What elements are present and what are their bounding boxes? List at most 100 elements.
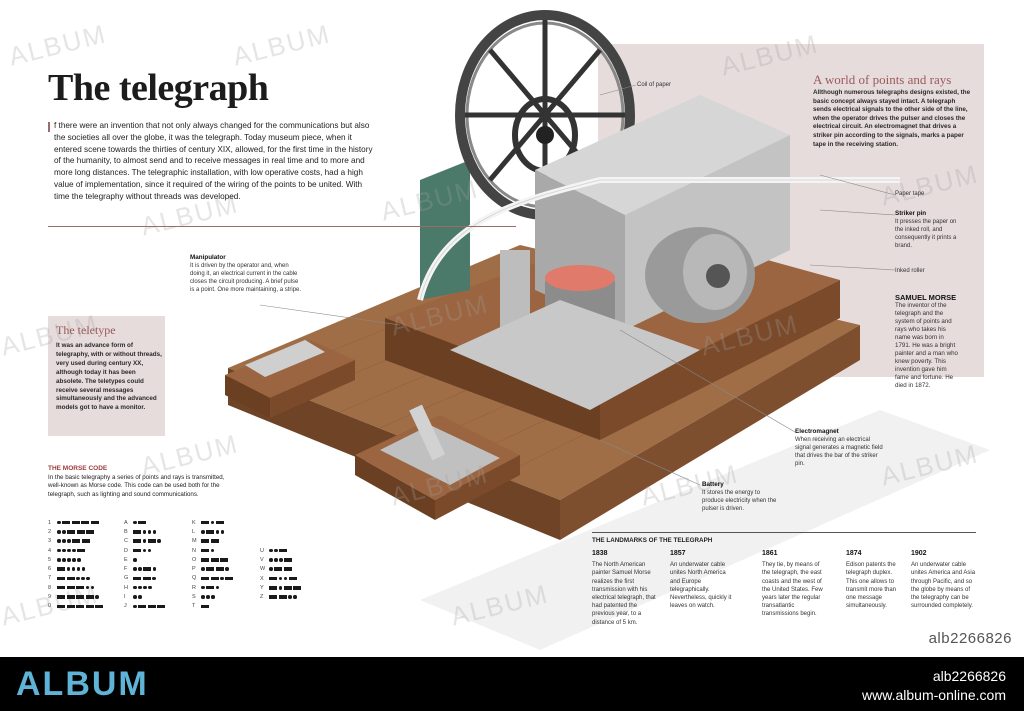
morse-dash <box>210 576 219 581</box>
landmark-item: 1902 An underwater cable unites America … <box>911 550 977 610</box>
morse-dash <box>85 604 94 609</box>
morse-dot <box>211 595 215 599</box>
morse-character: K <box>192 519 196 526</box>
morse-dot <box>76 576 80 581</box>
morse-symbols <box>201 539 219 543</box>
callout-manipulator: Manipulator It is driven by the operator… <box>190 254 302 294</box>
landmark-year: 1861 <box>762 550 778 557</box>
morse-symbols <box>201 548 214 553</box>
morse-dot <box>147 530 151 534</box>
morse-character: Y <box>260 584 264 591</box>
morse-dash <box>66 604 75 609</box>
morse-dash <box>269 576 277 581</box>
morse-symbols <box>57 604 103 609</box>
morse-row: R <box>192 583 233 592</box>
morse-dot <box>67 548 71 553</box>
morse-dot <box>81 576 85 581</box>
morse-row: E <box>124 555 165 564</box>
morse-row: N <box>192 546 233 555</box>
morse-row: 2 <box>48 527 103 536</box>
morse-dash <box>77 548 85 553</box>
morse-dot <box>62 558 66 562</box>
landmark-text: They tie, by means of the telegraph, the… <box>762 562 823 618</box>
morse-row: L <box>192 527 233 536</box>
morse-dot <box>147 548 151 553</box>
morse-dot <box>142 539 146 543</box>
morse-character: Q <box>192 575 197 582</box>
album-logo[interactable]: ALBUM <box>16 665 149 703</box>
morse-dash <box>279 548 287 553</box>
morse-dash <box>76 604 84 609</box>
landmark-item: 1857 An underwater cable unites North Am… <box>670 550 736 610</box>
samuel-morse-title: SAMUEL MORSE <box>895 293 957 302</box>
morse-character: H <box>124 584 128 591</box>
morse-dot <box>210 548 214 553</box>
morse-dash <box>66 576 75 581</box>
morse-dot <box>157 539 161 543</box>
morse-dash <box>206 530 214 534</box>
morse-dot <box>206 595 210 599</box>
telegraph-illustration <box>225 10 990 650</box>
morse-symbols <box>57 539 90 543</box>
morse-character: C <box>124 538 128 545</box>
world-section-title: A world of points and rays <box>813 72 952 87</box>
morse-symbols <box>201 604 209 609</box>
morse-row: 7 <box>48 574 103 583</box>
morse-dot <box>142 548 146 553</box>
morse-dash <box>57 567 65 571</box>
morse-dash <box>201 558 209 562</box>
callout-samuel-morse: SAMUEL MORSE The inventor of the telegra… <box>895 294 961 390</box>
morse-dot <box>201 530 205 534</box>
morse-dash <box>90 520 99 525</box>
morse-symbols <box>133 558 137 562</box>
morse-symbols <box>269 567 292 571</box>
morse-code-title: THE MORSE CODE <box>48 465 108 472</box>
callout-paper-tape: Paper tape <box>895 191 925 197</box>
morse-character: 6 <box>48 566 52 573</box>
morse-row: 4 <box>48 546 103 555</box>
morse-symbols <box>133 539 161 543</box>
footer-url-link[interactable]: www.album-online.com <box>862 687 1006 703</box>
morse-dash <box>201 539 209 543</box>
teletype-title: The teletype <box>56 323 116 337</box>
morse-dash <box>206 567 214 571</box>
morse-character: P <box>192 566 196 573</box>
morse-dot <box>283 576 287 581</box>
morse-symbols <box>269 586 301 590</box>
callout-inked-roller: Inked roller <box>895 268 925 274</box>
morse-dash <box>225 576 233 581</box>
morse-character: 2 <box>48 528 52 535</box>
callout-striker-text: It presses the paper on the inked roll, … <box>895 219 957 249</box>
electromagnet-text: When receiving an electrical signal gene… <box>795 437 883 467</box>
morse-character: A <box>124 519 128 526</box>
morse-character: T <box>192 603 196 610</box>
morse-symbols <box>201 585 219 590</box>
morse-dash <box>72 539 80 543</box>
morse-dash <box>71 520 80 525</box>
morse-dash <box>201 576 209 581</box>
morse-row: K <box>192 518 233 527</box>
morse-character: B <box>124 528 128 535</box>
morse-row: T <box>192 602 233 611</box>
morse-symbols <box>201 520 224 525</box>
morse-dash <box>133 539 141 543</box>
morse-dot <box>57 548 61 553</box>
morse-symbols <box>133 576 156 581</box>
morse-row: Z <box>260 592 301 601</box>
morse-dot <box>278 586 282 590</box>
landmark-item: 1838 The North American painter Samuel M… <box>592 550 658 627</box>
landmark-text: An underwater cable unites America and A… <box>911 562 976 610</box>
morse-row: M <box>192 537 233 546</box>
morse-character: 1 <box>48 519 52 526</box>
morse-dash <box>147 604 156 609</box>
morse-character: 9 <box>48 594 52 601</box>
morse-row: D <box>124 546 165 555</box>
landmark-year: 1857 <box>670 550 686 557</box>
morse-dot <box>269 558 273 562</box>
morse-dot <box>86 576 90 581</box>
morse-dash <box>201 520 209 525</box>
morse-symbols <box>201 558 228 562</box>
morse-dot <box>67 558 71 562</box>
